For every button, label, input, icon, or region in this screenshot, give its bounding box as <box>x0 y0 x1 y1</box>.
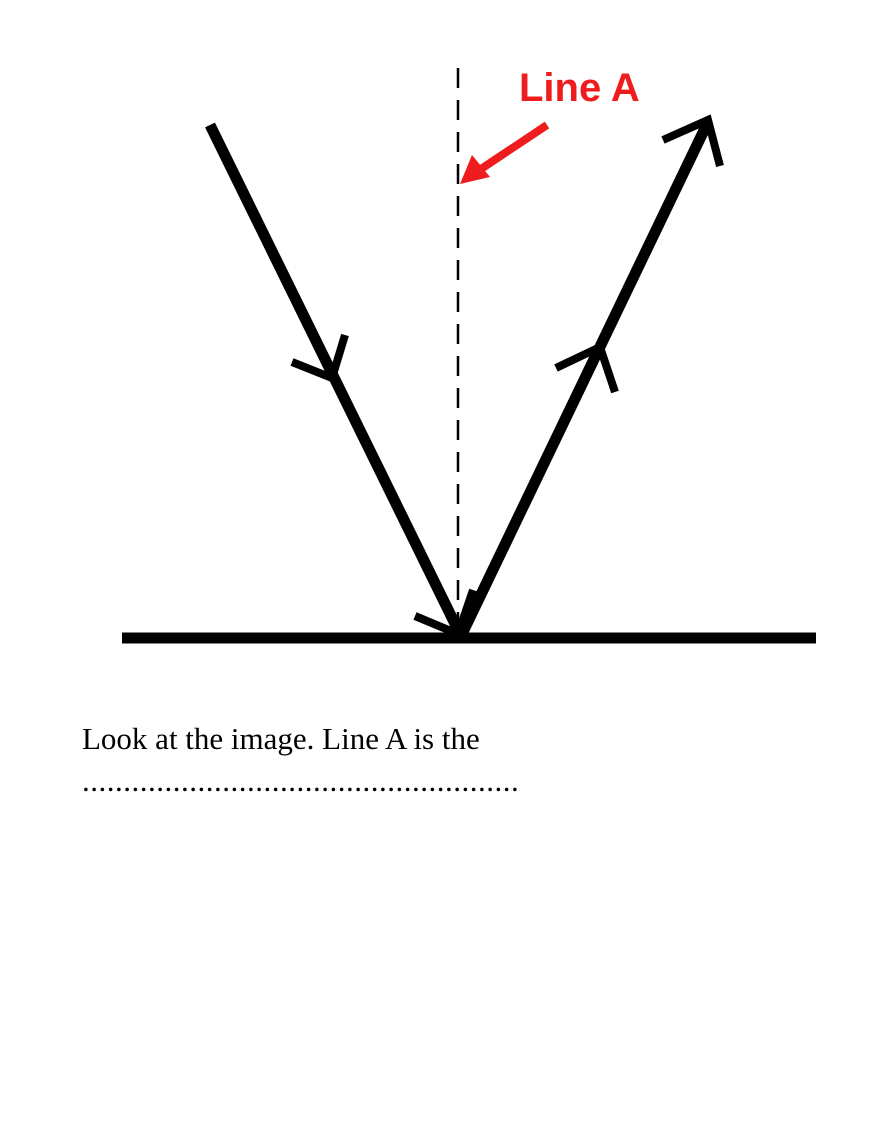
line-a-label: Line A <box>519 66 640 110</box>
question-prompt: Look at the image. Line A is the <box>82 721 480 756</box>
reflected-ray-mid-arrowhead <box>554 341 619 394</box>
reflected-ray-end-arrowhead <box>661 114 724 168</box>
incident-ray-mid-arrowhead <box>290 333 349 384</box>
line-a-pointer-arrow <box>475 121 550 175</box>
question-block: Look at the image. Line A is the .......… <box>82 718 802 802</box>
answer-blank[interactable]: ........................................… <box>82 763 520 798</box>
line-a-pointer-arrowhead <box>460 155 490 184</box>
reflection-diagram: Line A <box>122 66 816 644</box>
incident-ray-end-arrowhead <box>413 588 477 640</box>
reflected-ray <box>457 119 713 637</box>
